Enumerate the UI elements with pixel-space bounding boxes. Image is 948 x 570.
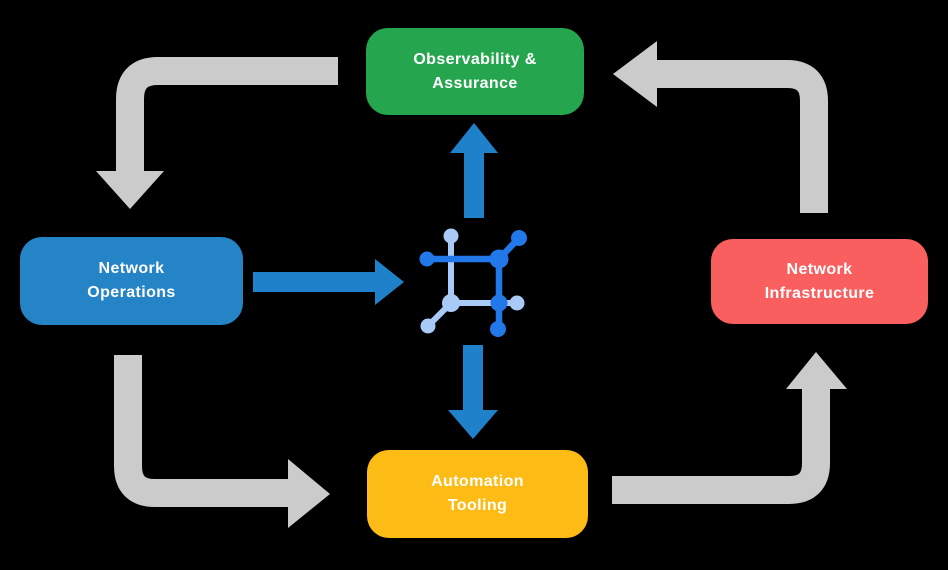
node-automation-label: Automation Tooling <box>431 473 524 514</box>
arrow-observability-to-operations <box>96 57 338 209</box>
arrow-automation-to-infrastructure <box>612 352 847 504</box>
gray-arrows <box>96 41 847 528</box>
arrow-platform-to-observability <box>450 123 498 218</box>
network-platform-icon <box>419 228 527 337</box>
arrow-infrastructure-to-observability <box>613 41 828 213</box>
arrow-operations-to-platform <box>253 259 404 305</box>
node-operations: Network Operations <box>20 237 243 325</box>
blue-arrows <box>253 123 498 439</box>
node-infrastructure: Network Infrastructure <box>711 239 928 324</box>
arrow-platform-to-automation <box>448 345 498 439</box>
node-automation: Automation Tooling <box>367 450 588 538</box>
node-observability-label: Observability & Assurance <box>413 50 537 92</box>
node-infrastructure-label: Network Infrastructure <box>764 260 875 302</box>
arrow-operations-to-automation <box>114 355 330 528</box>
node-operations-label: Network Operations <box>87 260 176 301</box>
node-observability: Observability & Assurance <box>366 28 584 115</box>
platform-icon-dark-part <box>419 230 527 337</box>
